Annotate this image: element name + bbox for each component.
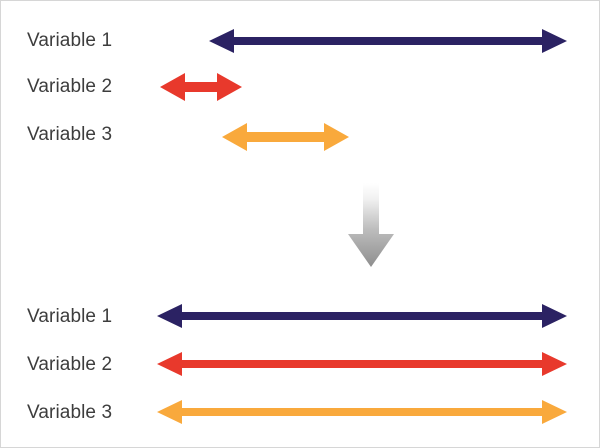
top-label-variable-2: Variable 2	[27, 76, 113, 97]
top-range-arrow-variable-2	[160, 73, 242, 101]
double-headed-arrow-icon	[157, 400, 567, 424]
bottom-range-arrow-variable-3	[157, 400, 567, 424]
double-headed-arrow-icon	[157, 352, 567, 376]
down-arrow-icon	[348, 183, 394, 267]
bottom-range-arrow-variable-2	[157, 352, 567, 376]
bottom-label-variable-1: Variable 1	[27, 306, 113, 327]
bottom-label-variable-2: Variable 2	[27, 354, 113, 375]
transformation-flow-arrow	[348, 183, 394, 267]
top-label-variable-3: Variable 3	[27, 124, 113, 145]
double-headed-arrow-icon	[209, 29, 567, 53]
bottom-range-arrow-variable-1	[157, 304, 567, 328]
top-range-arrow-variable-1	[209, 29, 567, 53]
top-label-variable-1: Variable 1	[27, 30, 113, 51]
double-headed-arrow-icon	[157, 304, 567, 328]
top-range-arrow-variable-3	[222, 123, 349, 151]
bottom-label-variable-3: Variable 3	[27, 402, 113, 423]
double-headed-arrow-icon	[160, 73, 242, 101]
double-headed-arrow-icon	[222, 123, 349, 151]
